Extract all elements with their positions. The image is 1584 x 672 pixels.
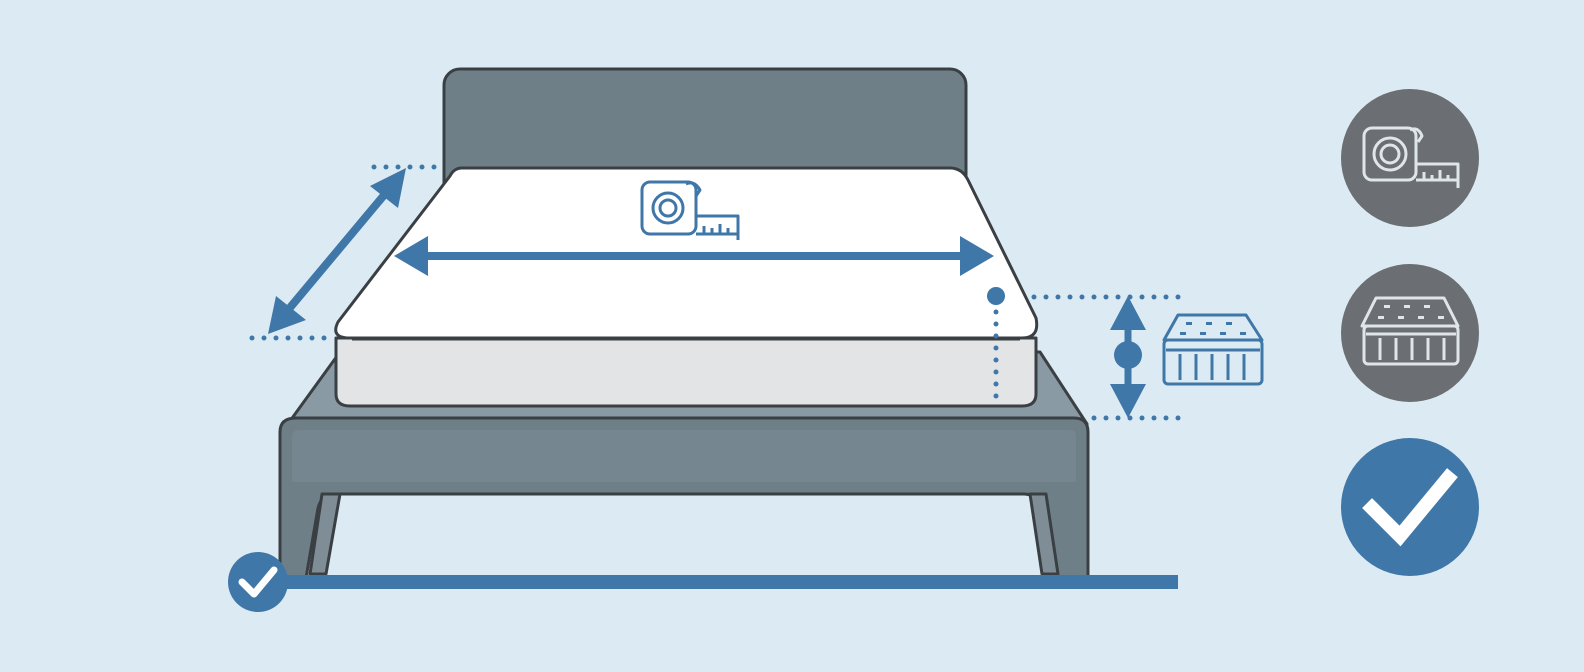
step-badge-mattress [1341,264,1479,402]
checkmark-icon [1362,468,1458,547]
tape-measure-icon [640,180,740,240]
mattress-icon [1360,296,1460,366]
tape-measure-icon [1362,126,1460,188]
floor-line [258,575,1178,589]
floor-check-badge [228,552,288,612]
step-badge-check [1341,438,1479,576]
mattress [334,166,1039,408]
width-arrow [394,236,994,276]
height-guide-lines [1031,294,1181,421]
length-arrow [268,168,406,334]
height-arrow [1110,296,1146,418]
mattress-icon [1162,313,1264,386]
length-guide-lines [249,164,437,341]
checkmark-icon [238,566,278,598]
height-marker [987,287,1005,399]
step-badge-tape-measure [1341,89,1479,227]
